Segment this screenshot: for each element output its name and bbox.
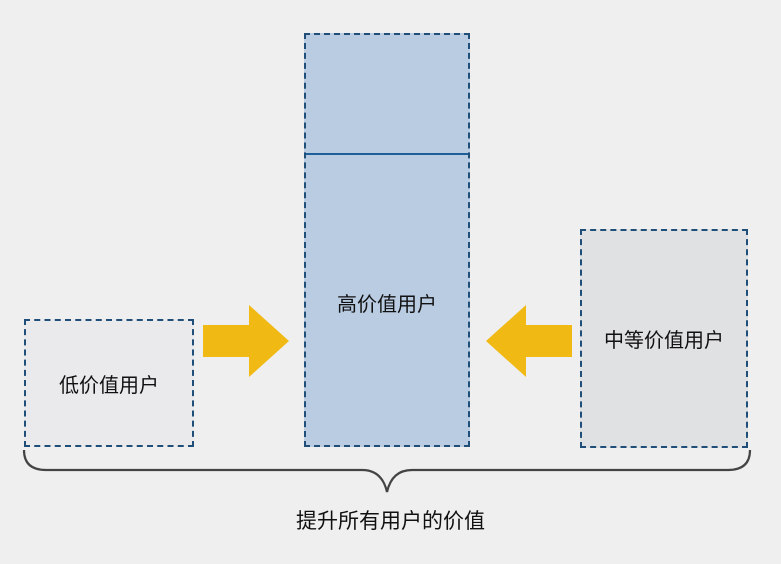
arrow-left-icon bbox=[486, 305, 572, 377]
curly-brace-icon bbox=[22, 449, 752, 493]
high-value-users-label: 高价值用户 bbox=[337, 291, 437, 316]
low-value-users-label: 低价值用户 bbox=[59, 372, 159, 397]
diagram-caption: 提升所有用户的价值 bbox=[296, 509, 485, 533]
high-value-users-box: 高价值用户 bbox=[304, 33, 470, 447]
low-value-users-box: 低价值用户 bbox=[24, 319, 194, 447]
high-value-box-divider bbox=[306, 153, 468, 155]
mid-value-users-label: 中等价值用户 bbox=[604, 328, 724, 352]
arrow-right-icon bbox=[203, 305, 289, 377]
mid-value-users-box: 中等价值用户 bbox=[580, 229, 748, 448]
